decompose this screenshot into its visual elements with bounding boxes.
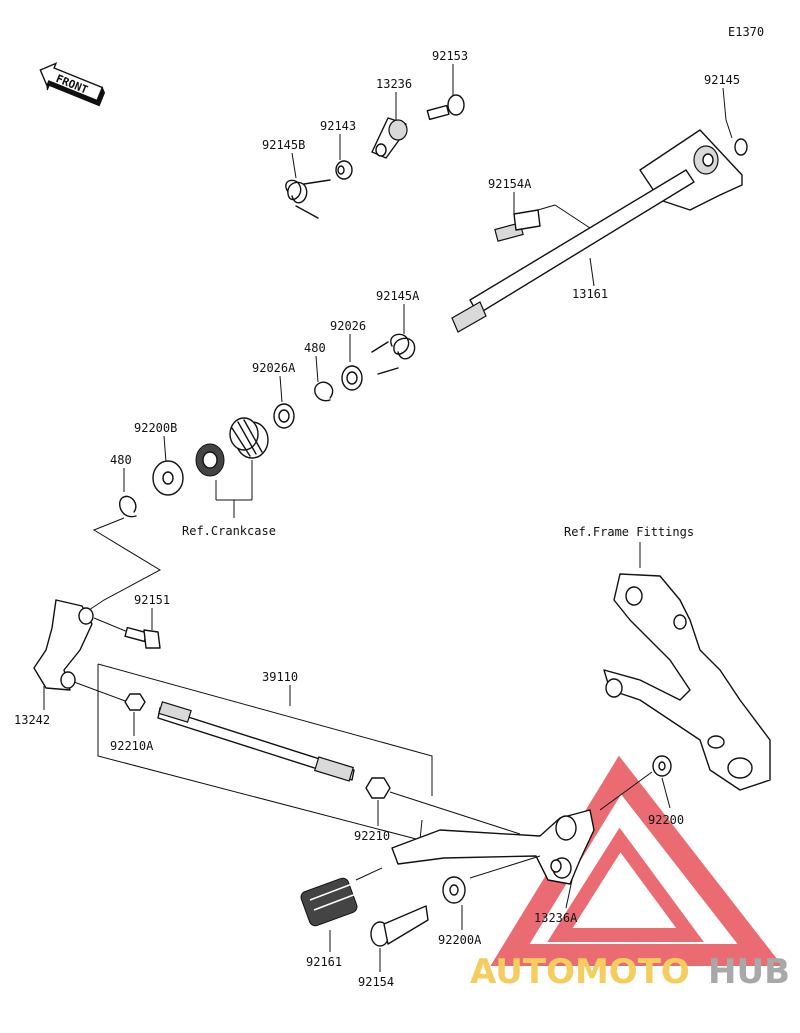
part-480-circlip-upper <box>314 355 334 402</box>
label-480-upper: 480 <box>304 341 326 355</box>
label-92145A: 92145A <box>376 289 420 303</box>
label-92200A: 92200A <box>438 933 482 947</box>
part-92143-collar <box>335 134 353 180</box>
label-92154A: 92154A <box>488 177 532 191</box>
label-92145B: 92145B <box>262 138 305 152</box>
part-92200B-washer <box>152 435 184 496</box>
label-13161: 13161 <box>572 287 608 301</box>
label-92200: 92200 <box>648 813 684 827</box>
watermark-text-right: HUB <box>708 952 790 992</box>
watermark-triangle-inner <box>547 827 704 942</box>
part-92145A-spring <box>371 304 416 375</box>
part-480-circlip-lower <box>85 468 162 613</box>
part-92161-rubber <box>300 867 383 952</box>
label-13242: 13242 <box>14 713 50 727</box>
part-13242-lever <box>33 599 129 710</box>
label-92161: 92161 <box>306 955 342 969</box>
part-92151-bolt <box>93 608 161 649</box>
label-92143: 92143 <box>320 119 356 133</box>
front-arrow-icon: FRONT <box>39 62 106 107</box>
label-92026A: 92026A <box>252 361 296 375</box>
part-oil-seal <box>195 443 225 477</box>
part-92200A-washer <box>442 855 541 930</box>
diagram-code: E1370 <box>728 25 764 39</box>
part-92145B-spring <box>285 152 331 219</box>
label-92026: 92026 <box>330 319 366 333</box>
label-92154: 92154 <box>358 975 394 989</box>
part-13236-arm <box>371 92 408 159</box>
part-shift-pedal <box>391 809 595 909</box>
label-92210: 92210 <box>354 829 390 843</box>
label-ref-crankcase: Ref.Crankcase <box>182 524 276 538</box>
ref-crankcase-bracket <box>215 460 253 518</box>
part-92026-washer <box>341 334 363 391</box>
label-92210A: 92210A <box>110 739 154 753</box>
label-ref-frame-fittings: Ref.Frame Fittings <box>564 525 694 539</box>
part-92210-nut <box>365 777 521 835</box>
label-92151: 92151 <box>134 593 170 607</box>
part-92153-bolt <box>426 64 465 121</box>
label-480-lower: 480 <box>110 453 132 467</box>
part-92154-bolt <box>370 905 429 972</box>
watermark-logo: AUTOMOTO HUB <box>470 755 790 992</box>
part-92200-washer <box>599 755 672 811</box>
part-92154A-bolt <box>494 192 591 242</box>
label-39110: 39110 <box>262 670 298 684</box>
labels: 92153 13236 92145 92143 92145B 92154A 13… <box>14 49 740 989</box>
part-13161-shaft <box>451 169 695 333</box>
label-92200B: 92200B <box>134 421 177 435</box>
part-39110-bracket <box>97 663 433 841</box>
label-92153: 92153 <box>432 49 468 63</box>
part-needle-bearing <box>229 417 269 459</box>
part-92210A-nut <box>124 693 146 736</box>
label-13236: 13236 <box>376 77 412 91</box>
label-13236A: 13236A <box>534 911 578 925</box>
watermark-text-left: AUTOMOTO <box>470 952 690 992</box>
part-tie-rod <box>157 701 355 782</box>
part-92026A-washer <box>273 375 295 429</box>
label-92145: 92145 <box>704 73 740 87</box>
part-frame-fittings <box>603 542 771 791</box>
